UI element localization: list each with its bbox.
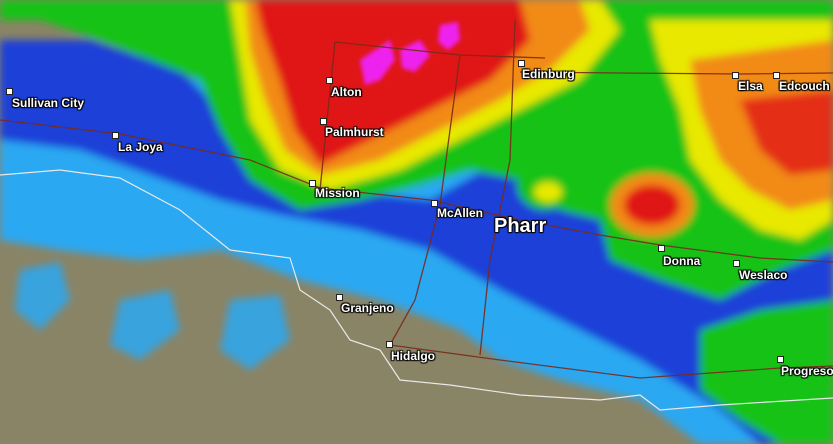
highway-83	[0, 119, 833, 263]
city-label-elsa: Elsa	[738, 79, 763, 93]
extreme-area-east	[740, 90, 833, 175]
very-heavy-cell	[534, 182, 562, 202]
road-grid-top	[334, 41, 546, 59]
city-marker-mission	[309, 180, 316, 187]
city-marker-edcouch	[773, 72, 780, 79]
city-marker-weslaco	[733, 260, 740, 267]
international-border	[0, 169, 833, 411]
city-marker-sullivan-city	[6, 88, 13, 95]
city-label-edinburg: Edinburg	[522, 67, 575, 81]
city-label-hidalgo: Hidalgo	[391, 349, 435, 363]
city-marker-la-joya	[112, 132, 119, 139]
city-marker-elsa	[732, 72, 739, 79]
city-marker-granjeno	[336, 294, 343, 301]
road-edinburg-east	[519, 71, 833, 75]
road-military	[389, 344, 833, 379]
heavy-rain-bottom-right	[700, 300, 833, 444]
extreme-cell	[624, 185, 680, 225]
city-marker-alton	[326, 77, 333, 84]
city-label-alton: Alton	[331, 85, 362, 99]
city-label-progreso: Progreso	[781, 364, 833, 378]
city-marker-palmhurst	[320, 118, 327, 125]
city-marker-mcallen	[431, 200, 438, 207]
city-label-edcouch: Edcouch	[779, 79, 830, 93]
city-marker-progreso	[777, 356, 784, 363]
city-marker-edinburg	[518, 60, 525, 67]
hail-core	[360, 22, 460, 85]
city-label-donna: Donna	[663, 254, 701, 268]
city-label-pharr: Pharr	[494, 215, 547, 237]
city-label-mission: Mission	[315, 186, 360, 200]
city-label-sullivan-city: Sullivan City	[12, 96, 85, 110]
city-label-mcallen: McAllen	[437, 206, 484, 220]
city-marker-donna	[658, 245, 665, 252]
city-label-palmhurst: Palmhurst	[325, 125, 384, 139]
road-north-south-1	[319, 41, 336, 191]
light-rain-streaks	[15, 262, 290, 370]
road-north-south-2	[389, 54, 461, 346]
city-label-weslaco: Weslaco	[739, 268, 788, 282]
city-marker-hidalgo	[386, 341, 393, 348]
city-label-granjeno: Granjeno	[341, 301, 394, 315]
road-north-south-3	[479, 19, 516, 356]
city-label-la-joya: La Joya	[118, 140, 163, 154]
